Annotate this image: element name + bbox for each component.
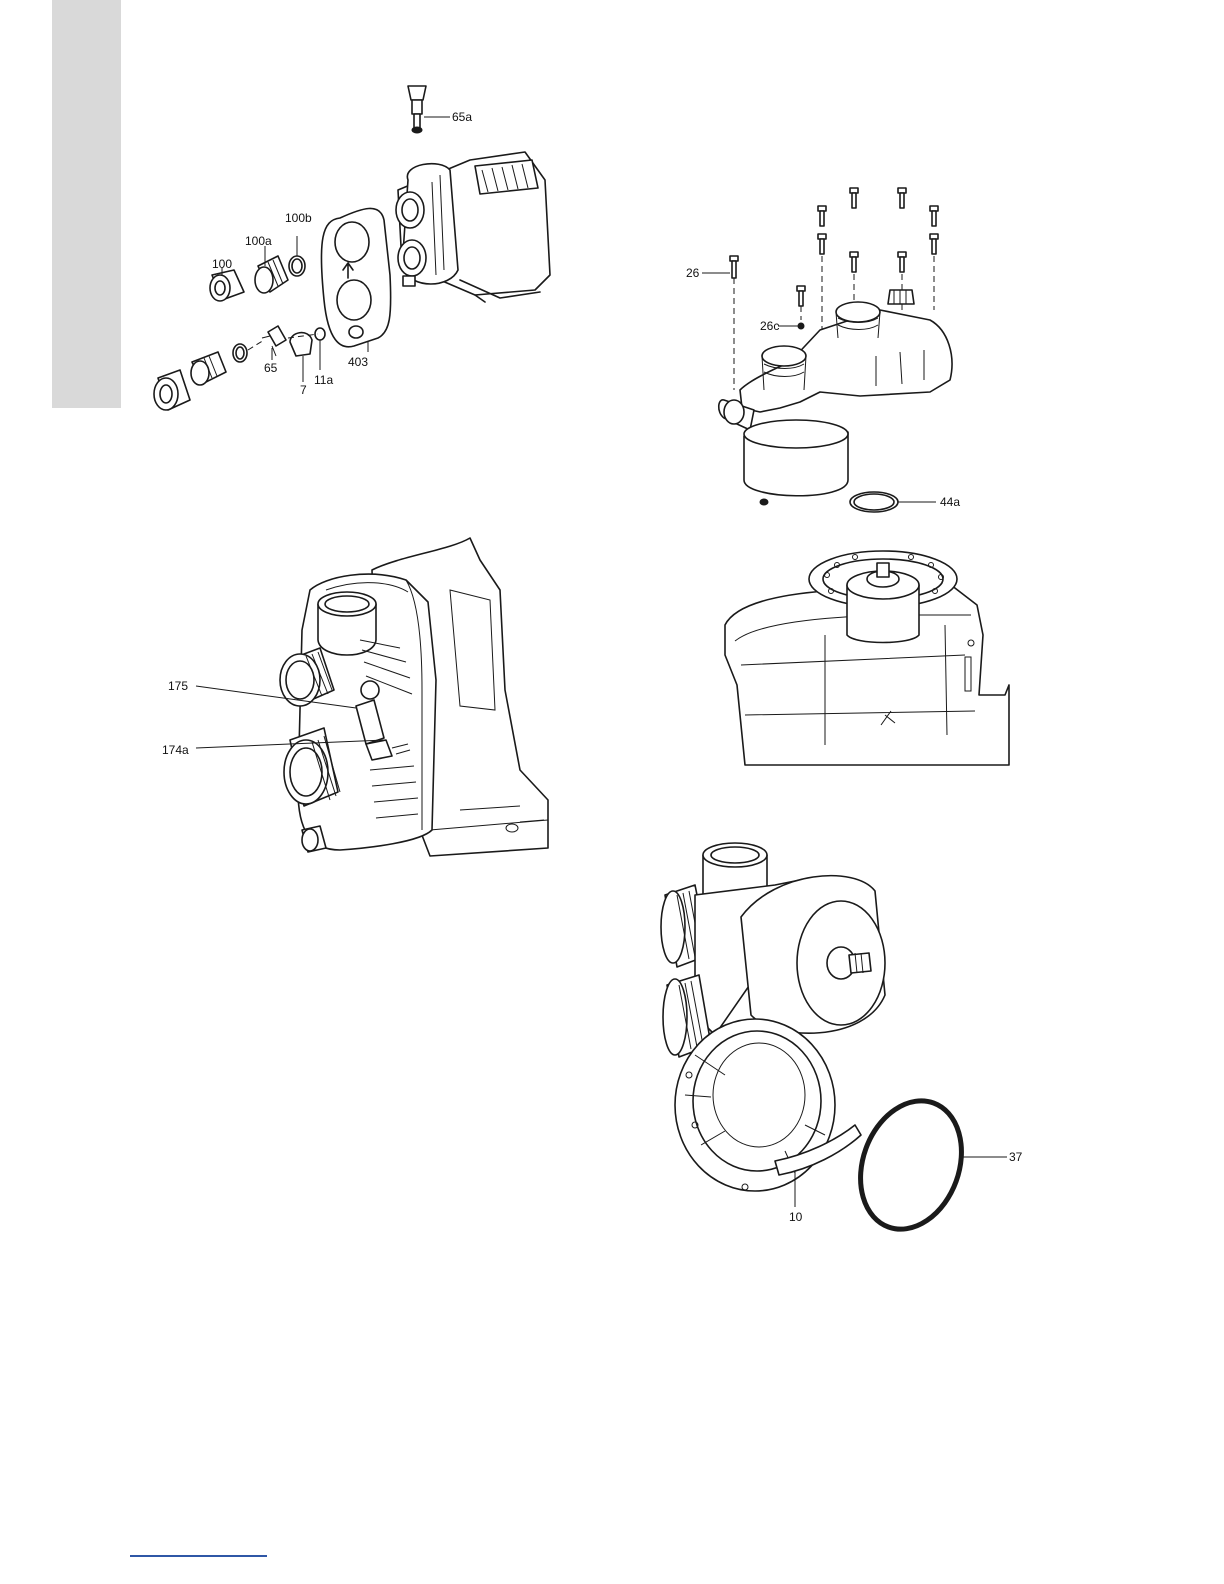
screw-set bbox=[730, 188, 938, 329]
label-174a: 174a bbox=[162, 743, 189, 757]
label-26c: 26c bbox=[760, 319, 779, 333]
o-ring-37 bbox=[843, 1087, 978, 1244]
label-7: 7 bbox=[300, 383, 307, 397]
cover-plate-part bbox=[321, 208, 390, 352]
vent-screw-part bbox=[408, 86, 450, 133]
union-nut-100 bbox=[210, 270, 244, 301]
label-100b: 100b bbox=[285, 211, 312, 225]
pump-housing-drawing bbox=[719, 290, 952, 505]
figure-exploded-connections: 65a 100b 100a 100 65 7 11a 403 bbox=[140, 70, 570, 440]
union-100a bbox=[255, 256, 288, 293]
pump-body-drawing bbox=[396, 152, 550, 302]
label-100: 100 bbox=[212, 257, 232, 271]
open-chamber-drawing bbox=[725, 551, 1009, 765]
figure-housing-screws: 26 26c 44a bbox=[680, 180, 1000, 520]
lower-union-set bbox=[154, 344, 247, 410]
label-37: 37 bbox=[1009, 1150, 1023, 1164]
label-100a: 100a bbox=[245, 234, 272, 248]
label-44a: 44a bbox=[940, 495, 960, 509]
figure-open-chamber bbox=[715, 545, 1015, 765]
label-11a: 11a bbox=[314, 373, 333, 387]
label-65a: 65a bbox=[452, 110, 472, 124]
label-175: 175 bbox=[168, 679, 188, 693]
figure-impeller-casing: 37 10 bbox=[655, 835, 1035, 1245]
label-403: 403 bbox=[348, 355, 368, 369]
section-side-tab bbox=[52, 0, 121, 408]
footer-rule bbox=[130, 1555, 267, 1557]
label-65: 65 bbox=[264, 361, 278, 375]
pump-head-drawing bbox=[280, 538, 548, 856]
o-ring-44a bbox=[850, 492, 898, 512]
figure-pump-head-sensor: 175 174a bbox=[160, 530, 560, 860]
label-10: 10 bbox=[789, 1210, 803, 1224]
label-26: 26 bbox=[686, 266, 700, 280]
